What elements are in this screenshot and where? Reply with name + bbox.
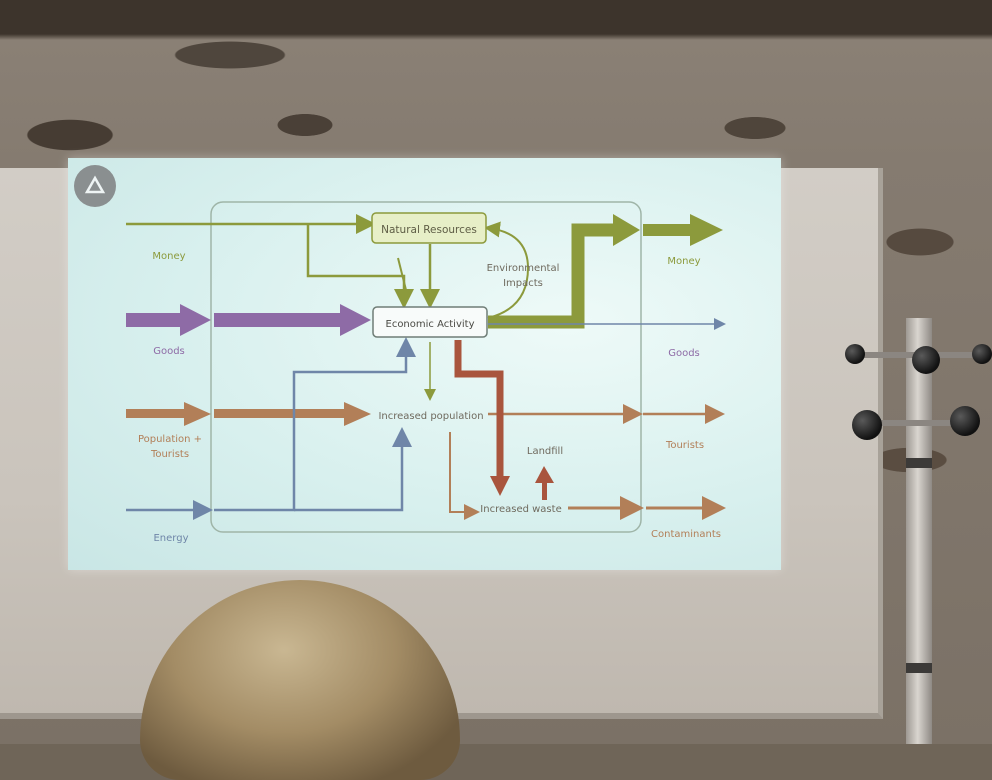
population-input-label-2: Tourists [150,449,189,460]
increased-population-label: Increased population [378,411,483,422]
population-flow-head [344,402,371,426]
waste-flow [454,340,504,478]
coat-hook-knob [852,410,882,440]
population-input-label-1: Population + [138,434,202,445]
goods-output-label: Goods [668,348,700,359]
money-output-label: Money [667,256,700,267]
flow-diagram: Natural Resources Economic Activity Incr… [74,165,726,544]
economic-activity-label: Economic Activity [386,319,475,330]
energy-to-economy-arrow [214,337,416,512]
stand-band [906,458,932,468]
population-input-head [184,402,211,426]
money-output-bar [643,224,693,236]
natural-resources-box [371,212,487,244]
resources-link [397,257,409,299]
energy-input-label: Energy [153,533,188,544]
landfill-arrow-head [535,466,554,483]
natural-resources-label: Natural Resources [381,224,477,236]
goods-input-bar [126,313,182,327]
coat-hook-knob [845,344,865,364]
projected-slide: Natural Resources Economic Activity Incr… [68,158,781,570]
environmental-impacts-label-2: Impacts [503,278,543,289]
coat-hook-knob [950,406,980,436]
population-to-waste-arrow [449,432,480,520]
coat-stand [906,318,932,744]
population-flow-bar [214,409,346,418]
increased-waste-label: Increased waste [480,504,561,515]
money-to-economy-arrow [306,224,414,309]
energy-to-population-arrow [294,427,412,512]
stand-band [906,663,932,673]
system-boundary [210,201,642,533]
economic-activity-box [372,306,488,338]
contaminants-output-label: Contaminants [651,529,721,540]
goods-flow-bar [214,313,344,327]
landfill-stem [542,480,547,500]
money-output-thick [488,223,616,329]
coat-hook-arm [862,420,972,426]
coat-hook-knob [912,346,940,374]
tourists-output-label: Tourists [665,440,704,451]
waste-flow-head [490,476,510,496]
population-input-bar [126,409,186,418]
goods-flow-head [340,304,371,336]
money-output-head-2 [690,214,723,246]
money-input-label: Money [152,251,185,262]
impacts-loop-arrow [484,221,530,319]
goods-input-label: Goods [153,346,185,357]
money-output-head [613,214,640,246]
coat-hook-knob [972,344,992,364]
recycle-icon [74,165,116,207]
goods-input-head [180,304,211,336]
landfill-label: Landfill [527,446,563,457]
environmental-impacts-label-1: Environmental [487,263,560,274]
